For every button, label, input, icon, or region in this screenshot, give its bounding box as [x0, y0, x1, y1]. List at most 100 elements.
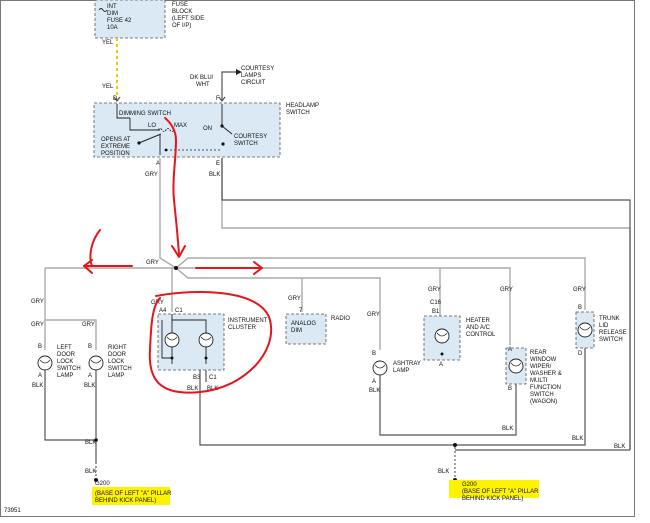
blk-left-lamp-label: BLK	[32, 383, 43, 389]
link-dot	[164, 148, 168, 152]
courtesy-switch-2: SWITCH	[234, 141, 258, 147]
courtesy-circuit-2: LAMPS	[241, 73, 261, 79]
bus-splice-dot	[174, 266, 178, 270]
cluster-label-1: INSTRUMENT	[228, 318, 268, 324]
cluster-bulb-1-filament	[166, 336, 178, 341]
wiper-label-6: FUNCTION	[530, 385, 561, 391]
wiper-label-3: WIPER/	[530, 364, 552, 370]
courtesy-blade	[221, 125, 233, 135]
right-lamp-label-2: DOOR	[108, 352, 127, 358]
opens-note-2: EXTREME	[101, 144, 130, 150]
max-label: MAX	[174, 123, 187, 129]
heater-pin-a: A	[439, 362, 443, 368]
pin-e-label: E	[216, 161, 220, 167]
yel-label-top: YEL	[102, 40, 114, 46]
fuse-block-box	[94, 0, 166, 39]
red-circle-cluster	[148, 291, 273, 394]
figure-id: 73951	[4, 508, 21, 514]
cluster-dot-1	[170, 356, 174, 360]
blk-ashtray-label: BLK	[369, 388, 380, 394]
left-ground-note-1: (BASE OF LEFT "A" PILLAR	[95, 491, 172, 497]
fuse-location-4: OF I/P)	[172, 23, 191, 29]
cluster-pin-c1-bot: C1	[209, 375, 217, 381]
fuse-label-2: DIM	[107, 11, 118, 17]
cluster-internal-side	[161, 320, 172, 359]
headlamp-title-1: HEADLAMP	[286, 103, 319, 109]
courtesy-circuit-3: CIRCUIT	[241, 80, 266, 86]
right-ground-splice	[453, 443, 457, 447]
headlamp-title-2: SWITCH	[286, 110, 310, 116]
courtesy-contact-dot-2	[221, 142, 225, 146]
fuse-icon	[98, 8, 108, 12]
cluster-dot-2	[204, 356, 208, 360]
yel-label-mid: YEL	[102, 84, 114, 90]
dimmer-feed	[116, 104, 130, 119]
wiper-label-7: SWITCH	[530, 392, 554, 398]
red-arrow-right-icon	[253, 261, 263, 275]
cluster-pin-b3: B3	[193, 375, 201, 381]
on-label: ON	[203, 126, 212, 132]
gry-bus-lower-right	[175, 267, 381, 350]
right-lamp-label-1: RIGHT	[108, 345, 127, 351]
fuse-label-4: 10A	[107, 25, 118, 31]
red-path-line	[164, 117, 180, 256]
trunk-label-3: RELEASE	[599, 330, 627, 336]
right-ground-note-2: BEHIND KICK PANEL)	[462, 496, 523, 502]
gry-radio-label: GRY	[288, 296, 301, 302]
blk-headlamp-label: BLK	[209, 172, 220, 178]
dimming-switch-label: DIMMING SWITCH	[119, 111, 171, 117]
ashtray-bulb-filament	[374, 364, 386, 369]
red-arrow-down-icon	[171, 245, 186, 258]
heater-pin-b1: B1	[432, 309, 440, 315]
trunk-label-4: SWITCH	[599, 337, 623, 343]
ashtray-lamp: B A ASHTRAY LAMP	[372, 351, 421, 385]
right-lamp-label-4: SWITCH	[108, 366, 132, 372]
left-lamp-blk-wire	[44, 370, 96, 441]
analog-dim-box	[285, 313, 327, 345]
heater-bulb-filament	[436, 332, 448, 337]
wiper-label-8: (WAGON)	[530, 399, 557, 405]
dimmer-contact-dot	[137, 141, 141, 145]
wiper-label-4: WASHER &	[530, 371, 562, 377]
gry-trunk-label: GRY	[573, 287, 586, 293]
fuse-location-2: BLOCK	[172, 9, 192, 15]
headlamp-switch: D F HEADLAMP SWITCH DIMMING SWITCH LO MA…	[93, 96, 319, 158]
heater-label-2: AND A/C	[466, 325, 491, 331]
left-ground-highlight	[92, 487, 170, 505]
gry-bus-right	[176, 267, 511, 345]
lo-label: LO	[148, 123, 156, 129]
ashtray-label-2: LAMP	[393, 368, 409, 374]
gry-ashtray-label: GRY	[367, 312, 380, 318]
right-lamp-gry-wire	[45, 319, 97, 350]
left-ground-splice	[94, 438, 98, 442]
fuse-label-1: INT	[107, 4, 117, 10]
trunk-pin-b: B	[578, 305, 582, 311]
trunk-switch: B D TRUNK LID RELEASE SWITCH	[575, 305, 627, 357]
wiper-pin-b: B	[508, 386, 512, 392]
blk-wiper-label: BLK	[502, 426, 513, 432]
gry-right-door-label: GRY	[82, 322, 95, 328]
radio-label: RADIO	[331, 316, 350, 322]
dkblu-connector-chevron	[218, 96, 226, 102]
courtesy-arrow-icon	[236, 69, 242, 75]
right-ground-note-1: (BASE OF LEFT "A" PILLAR	[462, 489, 539, 495]
trunk-pin-d: D	[578, 351, 583, 357]
trunk-label-2: LID	[599, 323, 609, 329]
cluster-bulb-2-filament	[200, 336, 212, 341]
gry-wiper-label: GRY	[500, 287, 513, 293]
headlamp-switch-box	[93, 102, 281, 158]
pin-a-label: A	[156, 161, 160, 167]
cluster-blk-wire-a	[199, 370, 455, 446]
gry-left2-label: GRY	[31, 322, 44, 328]
rear-wiper-switch: A B REAR WINDOW WIPER/ WASHER & MULTI FU…	[505, 347, 562, 405]
pin-f-label: F	[216, 96, 220, 102]
wiper-pin-a: A	[508, 347, 512, 353]
right-ground-id: G200	[462, 482, 477, 488]
heater-control: HEATER AND A/C CONTROL	[423, 315, 496, 361]
wiper-label-2: WINDOW	[530, 357, 557, 363]
right-lamp-pin-b: B	[88, 344, 92, 350]
wiper-label-1: REAR	[530, 350, 547, 356]
left-ground-dot	[94, 478, 98, 482]
cluster-pin-c1-top: C1	[175, 308, 183, 314]
instrument-cluster: A4 C1 INSTRUMENT CLUSTER B3 C1	[157, 308, 268, 381]
